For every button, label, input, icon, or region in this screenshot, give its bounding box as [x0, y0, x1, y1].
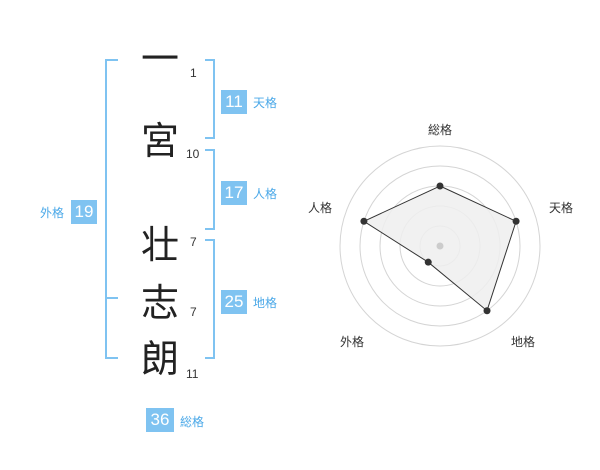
stroke-count-1: 1 — [190, 66, 197, 80]
radar-center-dot — [436, 242, 444, 250]
soukaku-badge: 36 — [146, 408, 174, 432]
stroke-count-5: 11 — [186, 367, 199, 381]
name-char-5: 朗 — [140, 337, 179, 381]
name-char-4: 志 — [140, 281, 179, 325]
gaikaku-badge: 19 — [71, 200, 97, 224]
gaikaku-bracket — [105, 59, 118, 359]
radar-point-3 — [483, 307, 491, 315]
tenkaku-badge: 11 — [221, 90, 247, 114]
radar-label-gaikaku: 外格 — [340, 335, 365, 349]
name-char-3: 壮 — [140, 223, 179, 267]
soukaku-label: 総格 — [180, 415, 205, 429]
radar-point-1 — [436, 182, 444, 190]
jinkaku-bracket — [205, 149, 215, 230]
chikaku-badge: 25 — [221, 290, 247, 314]
jinkaku-label: 人格 — [253, 187, 278, 201]
stroke-count-4: 7 — [190, 305, 197, 319]
chikaku-label: 地格 — [253, 296, 278, 310]
radar-label-tenkaku: 天格 — [549, 201, 574, 215]
radar-label-soukaku: 総格 — [428, 123, 453, 137]
radar-label-chikaku: 地格 — [511, 335, 536, 349]
name-char-2: 宮 — [140, 119, 179, 163]
stroke-count-3: 7 — [190, 235, 197, 249]
radar-point-5 — [360, 217, 368, 225]
radar-point-2 — [512, 217, 520, 225]
radar-point-4 — [424, 258, 432, 266]
stroke-count-2: 10 — [186, 147, 200, 161]
name-char-1: 一 — [140, 37, 179, 81]
tenkaku-label: 天格 — [253, 96, 278, 110]
tenkaku-bracket — [205, 59, 215, 139]
chikaku-bracket — [205, 239, 215, 359]
gaikaku-label: 外格 — [40, 206, 65, 220]
radar-label-jinkaku: 人格 — [308, 201, 333, 215]
jinkaku-badge: 17 — [221, 181, 247, 205]
